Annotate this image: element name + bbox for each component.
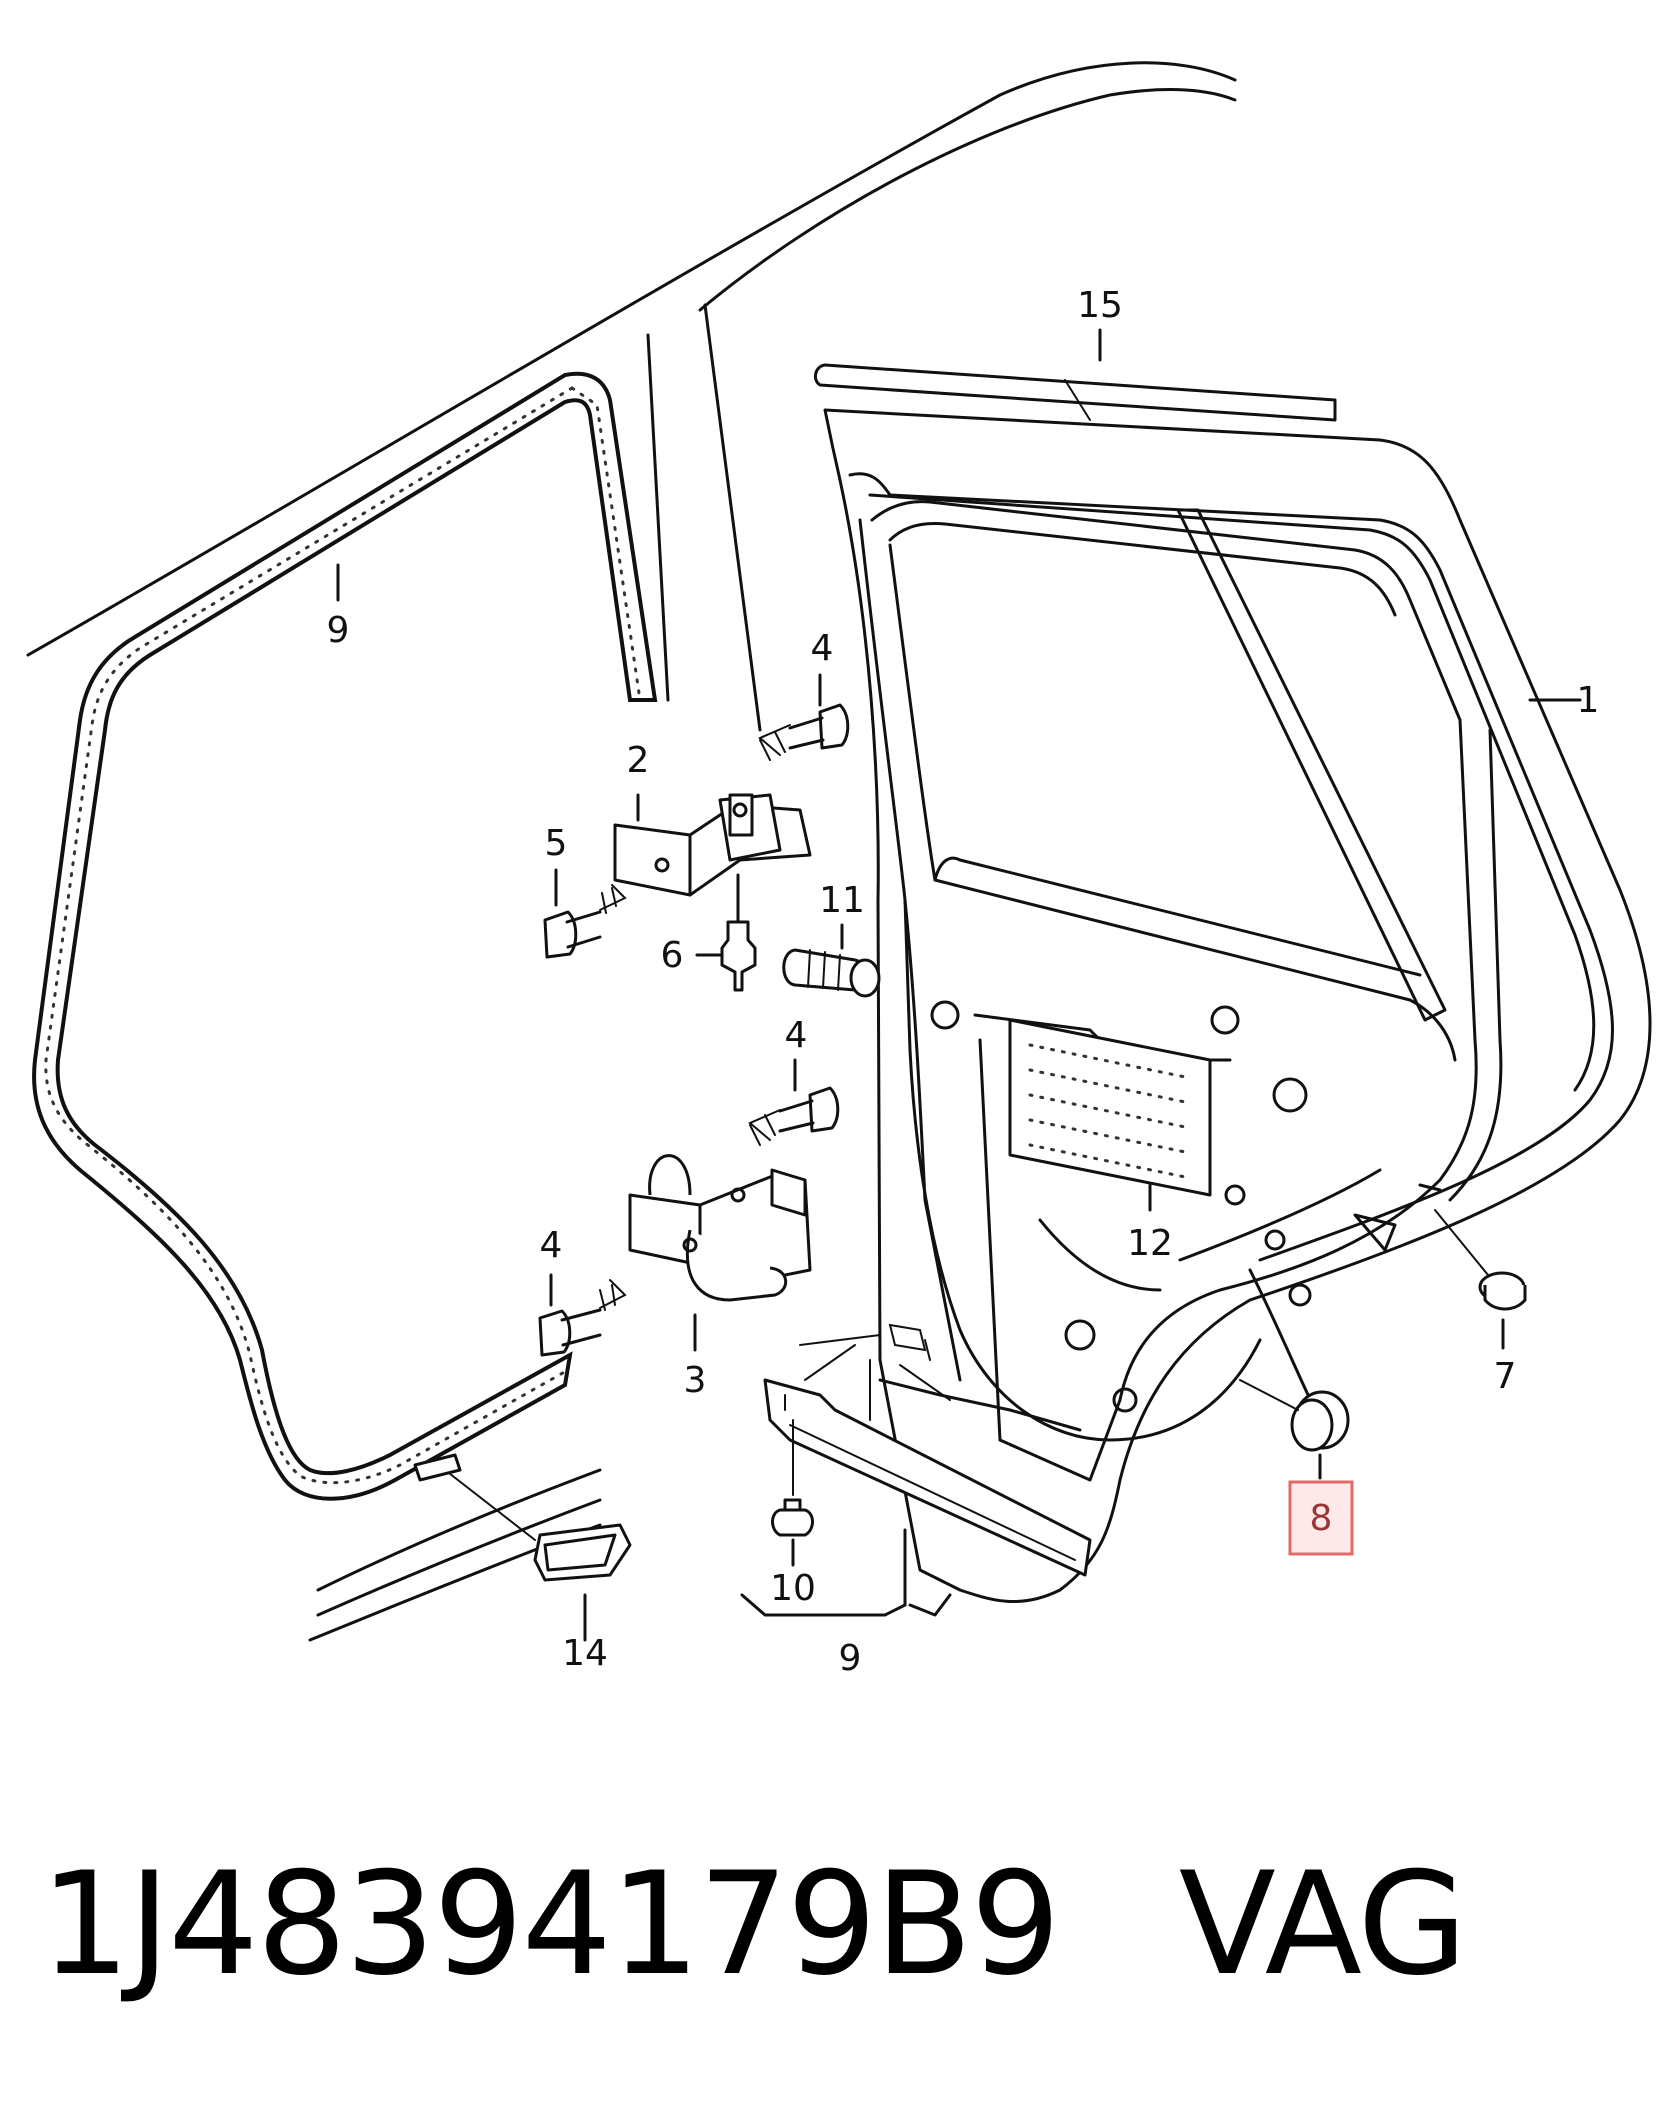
lower-hinge-part-3 xyxy=(628,1154,812,1302)
callout-3: 3 xyxy=(684,1360,707,1401)
callout-8-highlight-box xyxy=(1288,1480,1354,1556)
part-caption: 1J48394179B9 VAG xyxy=(40,1845,1640,2005)
bolt-part-4-middle xyxy=(748,1058,840,1146)
callout-10: 10 xyxy=(770,1568,816,1609)
callout-1: 1 xyxy=(1577,680,1600,721)
window-strip-part-15 xyxy=(813,363,1337,422)
plug-part-8 xyxy=(1239,1379,1350,1480)
bolt-part-4-upper xyxy=(758,673,850,761)
leader-lines xyxy=(336,328,1582,1352)
callout-12: 12 xyxy=(1127,1223,1173,1264)
callout-7: 7 xyxy=(1494,1356,1517,1397)
callout-9-visible: 9 xyxy=(839,1638,862,1679)
callout-4-upper: 4 xyxy=(811,628,834,669)
brand-name: VAG xyxy=(1178,1842,1468,2007)
bolt-part-4-lower xyxy=(538,1273,627,1357)
callout-13: 11 xyxy=(819,880,865,921)
part-number: 1J48394179B9 xyxy=(40,1842,1061,2007)
door-seal-part-11 xyxy=(32,371,658,1501)
callout-14: 14 xyxy=(562,1633,608,1674)
callout-labels: 15 1 9 4 2 5 11 6 4 12 4 3 7 8 10 14 9 1… xyxy=(327,285,1600,1679)
callout-11: 9 xyxy=(327,610,350,651)
callout-5: 5 xyxy=(545,823,568,864)
clip-part-10 xyxy=(771,1419,814,1567)
sill-strip-part-9 xyxy=(740,1323,1092,1617)
rear-door-part-1 xyxy=(823,408,1652,1603)
car-body-outline xyxy=(26,61,1237,1642)
callout-6: 6 xyxy=(661,935,684,976)
bolt-part-5 xyxy=(543,868,627,959)
upper-hinge-part-2 xyxy=(613,793,812,897)
grommet-part-14 xyxy=(413,1453,632,1642)
callout-15: 15 xyxy=(1077,285,1123,326)
rubber-buffer-part-13 xyxy=(782,948,881,998)
insulation-pad-part-12 xyxy=(1008,1018,1212,1197)
callout-8: 8 xyxy=(1310,1498,1333,1539)
callout-4-lower: 4 xyxy=(540,1225,563,1266)
callout-4-middle: 4 xyxy=(785,1015,808,1056)
plug-part-7 xyxy=(1434,1209,1527,1350)
callout-2: 2 xyxy=(627,740,650,781)
hinge-pin-part-6 xyxy=(720,873,757,992)
